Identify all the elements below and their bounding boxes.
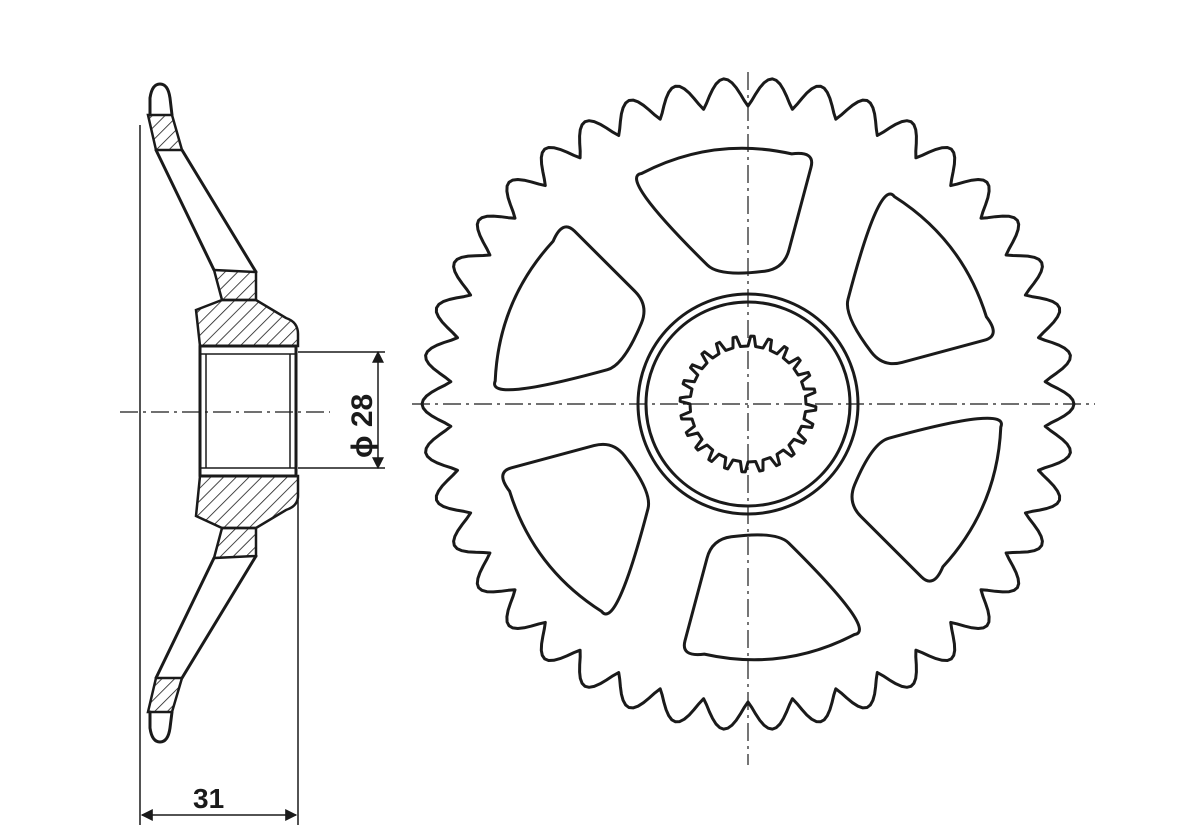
window-2 [845, 192, 995, 366]
window-6 [493, 225, 646, 392]
front-view [412, 72, 1095, 765]
window-5 [501, 442, 651, 616]
lower-rim-section [146, 676, 184, 714]
upper-tooth-tip [148, 82, 174, 117]
lightening-windows [493, 146, 1003, 662]
upper-web-section [212, 268, 258, 302]
upper-hub-section [194, 298, 300, 348]
bore-diameter-label: ϕ 28 [346, 394, 379, 458]
bore-diameter-dimension: ϕ 28 [298, 350, 385, 470]
window-4 [682, 533, 861, 662]
hub-outer-ring [636, 292, 860, 516]
hub-inner-ring [644, 300, 852, 508]
bore [198, 344, 298, 478]
lower-web-section [212, 526, 258, 560]
lower-web [154, 554, 258, 680]
splined-bore [678, 334, 818, 474]
lower-tooth-tip [148, 710, 174, 744]
lower-hub-section [194, 474, 300, 530]
upper-rim-section [146, 113, 184, 152]
width-dimension: 31 [139, 500, 299, 825]
upper-web [154, 148, 258, 274]
side-section-view: ϕ 28 31 [120, 82, 385, 825]
sprocket-teeth-outline [420, 77, 1076, 731]
width-label: 31 [193, 783, 224, 814]
window-3 [850, 416, 1003, 583]
window-1 [635, 146, 814, 275]
